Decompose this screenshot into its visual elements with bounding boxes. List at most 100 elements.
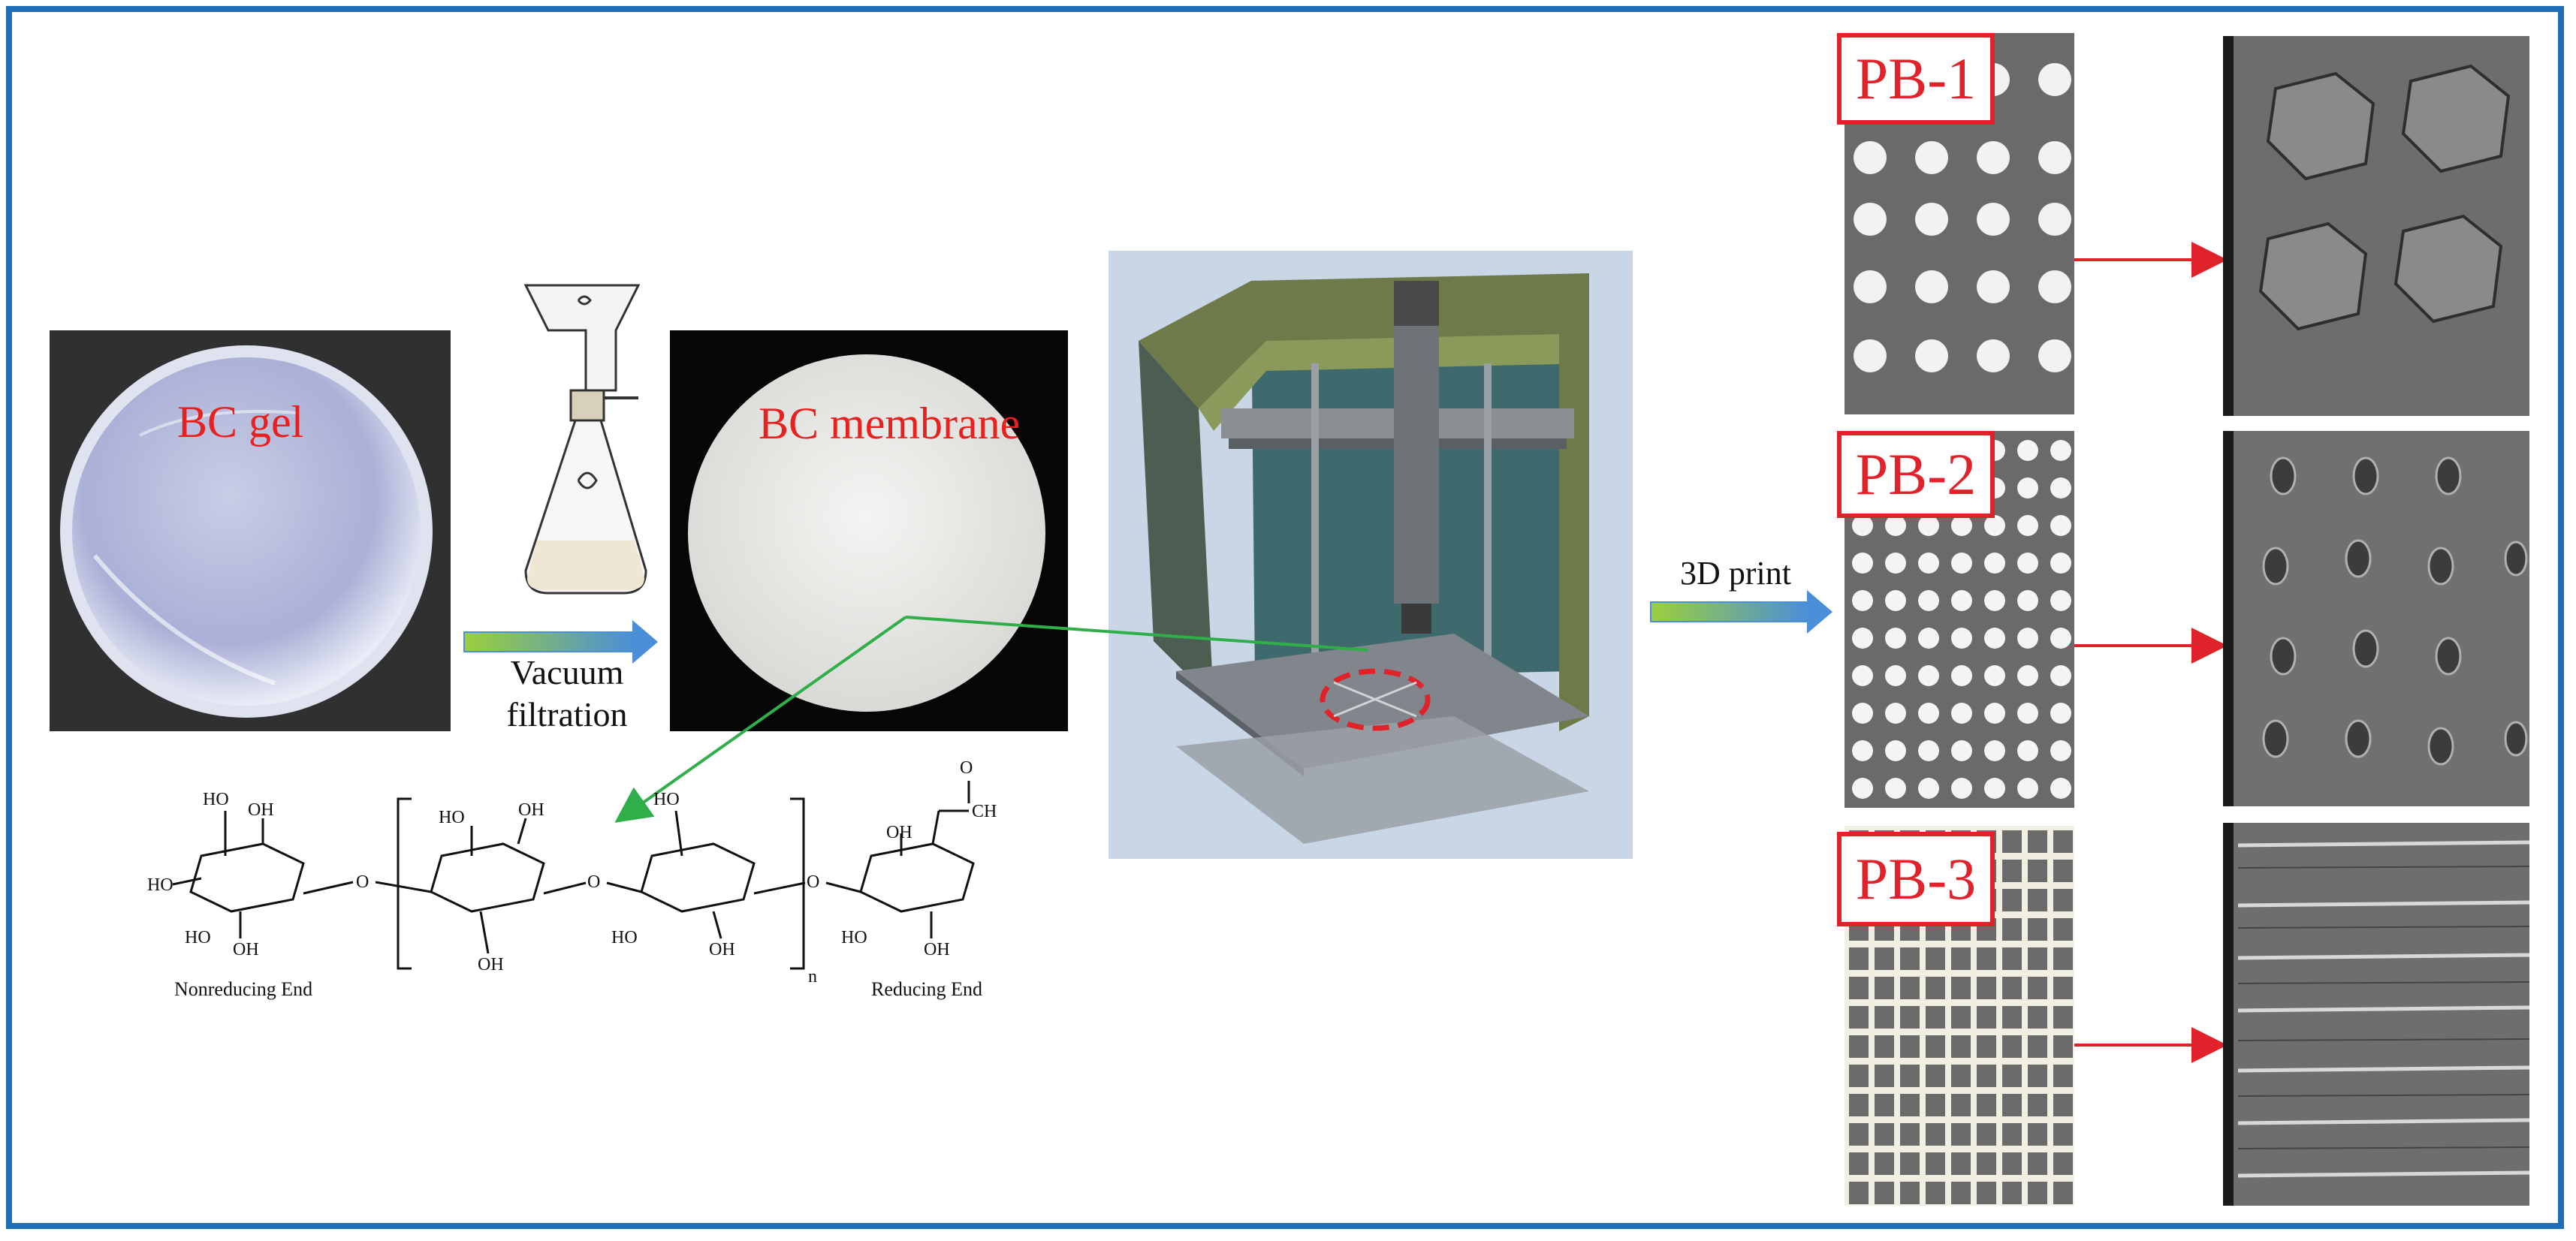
structure-oh-4: OH bbox=[478, 955, 504, 974]
pb2-hole bbox=[2050, 440, 2071, 461]
pb2-hole bbox=[2017, 590, 2038, 611]
pb3-cell bbox=[1951, 1006, 1971, 1029]
pb2-hole bbox=[2017, 553, 2038, 574]
structure-subscript-n: n bbox=[808, 967, 817, 986]
pb2-label: PB-2 bbox=[1837, 431, 1995, 518]
pb3-cell bbox=[1951, 1035, 1971, 1058]
printer-drawing bbox=[1109, 251, 1633, 859]
pb2-hole bbox=[1951, 740, 1972, 761]
pb3-cell bbox=[1875, 1123, 1894, 1146]
pb3-cell bbox=[1875, 1035, 1894, 1058]
pb3-cell bbox=[2002, 1094, 2022, 1116]
pb3-cell bbox=[2002, 1152, 2022, 1175]
pb2-hole bbox=[1918, 628, 1939, 649]
pb3-cell bbox=[2053, 1035, 2073, 1058]
pb3-cell bbox=[1900, 1123, 1920, 1146]
pb3-cell bbox=[1849, 977, 1869, 999]
pb3-cell bbox=[1951, 1065, 1971, 1087]
pb2-hole bbox=[1984, 703, 2005, 724]
pb3-cell bbox=[2053, 860, 2073, 882]
pb2-hole bbox=[2017, 515, 2038, 536]
pb3-cell bbox=[1849, 1094, 1869, 1116]
pb3-cell bbox=[2002, 1035, 2022, 1058]
structure-oh-3: OH bbox=[518, 800, 544, 820]
pb3-cell bbox=[2028, 889, 2047, 911]
pb2-hole bbox=[2017, 665, 2038, 686]
pb2-hole bbox=[1951, 553, 1972, 574]
pb3-cell bbox=[2053, 977, 2073, 999]
pb2-hole bbox=[1885, 740, 1906, 761]
pb3-cell bbox=[1977, 1035, 1996, 1058]
petri-dish-graphic bbox=[50, 330, 451, 731]
pb3-cell bbox=[2053, 1006, 2073, 1029]
membrane-to-structure-line bbox=[614, 616, 907, 823]
structure-ho-1: HO bbox=[203, 790, 229, 809]
pb2-hole bbox=[1918, 515, 1939, 536]
pb3-cell bbox=[1926, 1182, 1945, 1204]
pb2-hole bbox=[1885, 778, 1906, 799]
3d-printer-model bbox=[1109, 251, 1633, 859]
nonreducing-end-label: Nonreducing End bbox=[174, 978, 313, 1000]
vacuum-filtration-arrow bbox=[463, 620, 658, 664]
pb3-cell bbox=[2028, 1065, 2047, 1087]
pb2-hole bbox=[1951, 703, 1972, 724]
structure-ho-5: HO bbox=[653, 790, 680, 809]
structure-ho-7: HO bbox=[841, 928, 867, 947]
pb2-hole bbox=[1885, 553, 1906, 574]
pb2-hole bbox=[2017, 703, 2038, 724]
pb3-cell bbox=[1849, 1152, 1869, 1175]
pb3-cell bbox=[1926, 1094, 1945, 1116]
pb2-hole bbox=[1951, 590, 1972, 611]
pb2-hole bbox=[1984, 628, 2005, 649]
pb2-hole bbox=[2050, 740, 2071, 761]
pb1-label: PB-1 bbox=[1837, 33, 1995, 125]
pb3-cell bbox=[2028, 860, 2047, 882]
structure-oh-5: OH bbox=[709, 940, 735, 959]
structure-o-3: O bbox=[807, 872, 820, 892]
pb3-sem-texture bbox=[2223, 823, 2529, 1206]
pb2-hole bbox=[2050, 778, 2071, 799]
bc-membrane-label: BC membrane bbox=[759, 399, 1021, 448]
pb3-cell bbox=[2002, 1123, 2022, 1146]
structure-oh-1: OH bbox=[248, 800, 274, 820]
pb3-cell bbox=[2002, 830, 2022, 853]
pb3-cell bbox=[2053, 889, 2073, 911]
pb2-hole bbox=[2017, 778, 2038, 799]
pb1-sem-image bbox=[2223, 36, 2529, 416]
pb3-cell bbox=[1900, 1006, 1920, 1029]
structure-oh-7: OH bbox=[924, 940, 950, 959]
pb3-cell bbox=[2002, 1006, 2022, 1029]
structure-ho-4: HO bbox=[439, 808, 465, 827]
bc-gel-photo bbox=[50, 330, 451, 731]
pb3-cell bbox=[1900, 1182, 1920, 1204]
membrane-to-printer-line bbox=[905, 616, 1369, 652]
pb3-cell bbox=[1900, 1094, 1920, 1116]
pb2-hole bbox=[1885, 628, 1906, 649]
pb3-cell bbox=[2028, 1182, 2047, 1204]
structure-oh-2: OH bbox=[233, 940, 259, 959]
pb2-hole bbox=[1852, 778, 1873, 799]
pb3-cell bbox=[1900, 1065, 1920, 1087]
pb2-hole bbox=[1951, 778, 1972, 799]
pb3-cell bbox=[2028, 947, 2047, 970]
pb3-cell bbox=[1900, 1035, 1920, 1058]
pb2-hole bbox=[1885, 590, 1906, 611]
pb3-cell bbox=[1875, 1182, 1894, 1204]
pb3-cell bbox=[2002, 918, 2022, 941]
pb2-hole bbox=[1918, 703, 1939, 724]
pb2-hole bbox=[2017, 628, 2038, 649]
pb3-cell bbox=[1977, 1152, 1996, 1175]
pb3-cell bbox=[1900, 1152, 1920, 1175]
pb3-cell bbox=[1900, 947, 1920, 970]
pb2-hole bbox=[1885, 703, 1906, 724]
pb3-cell bbox=[2028, 1123, 2047, 1146]
pb3-cell bbox=[2053, 947, 2073, 970]
pb2-hole bbox=[1951, 628, 1972, 649]
pb2-hole bbox=[1885, 665, 1906, 686]
pb3-cell bbox=[1926, 1123, 1945, 1146]
pb3-cell bbox=[1926, 1006, 1945, 1029]
pb2-sem-image bbox=[2223, 431, 2529, 806]
pb3-cell bbox=[1951, 1123, 1971, 1146]
pb2-hole bbox=[1852, 740, 1873, 761]
pb2-hole bbox=[2017, 440, 2038, 461]
